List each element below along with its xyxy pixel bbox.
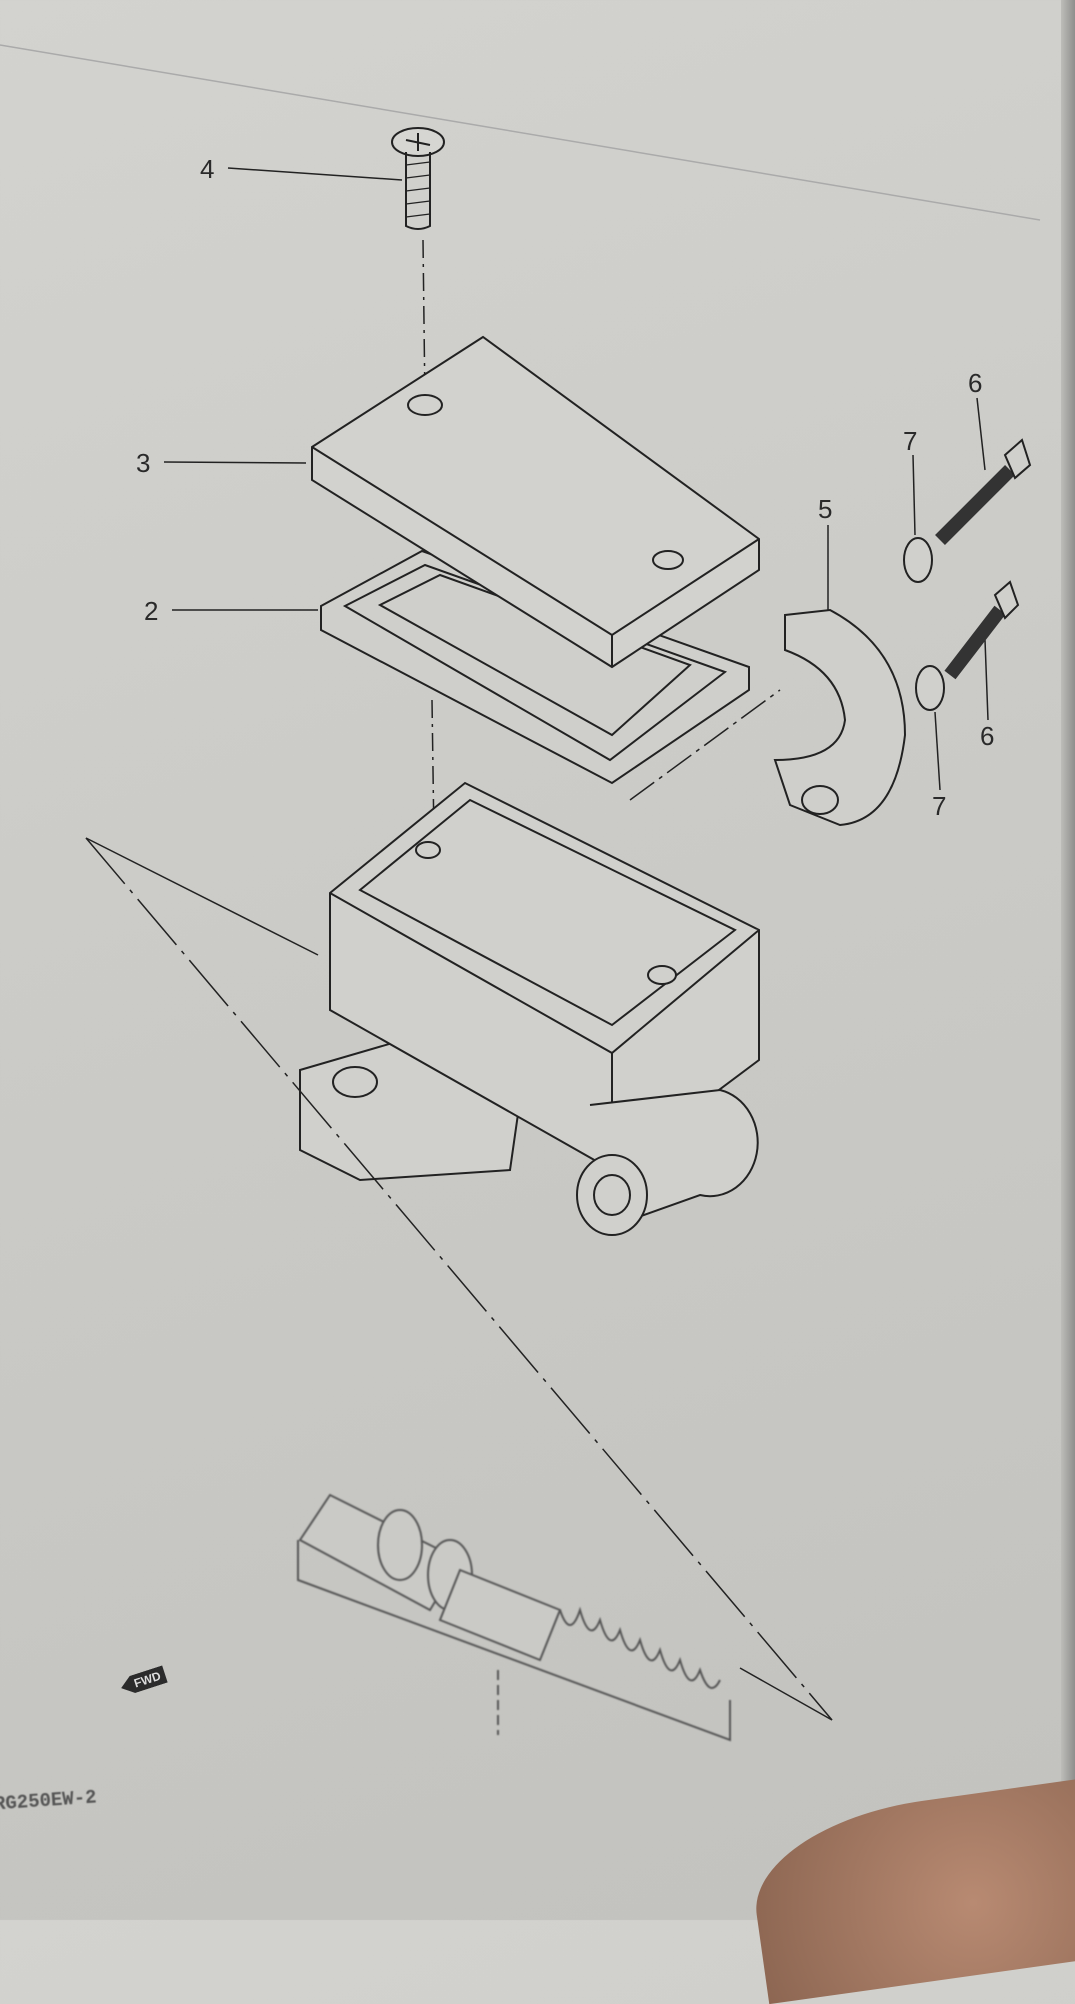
master-cylinder-body	[299, 781, 760, 1236]
header-rule	[0, 44, 1041, 221]
callout-6-top: 6	[968, 368, 982, 398]
callout-6-bottom: 6	[980, 721, 994, 751]
screw-part-4	[391, 127, 445, 230]
bolt-part-6-top	[935, 438, 1032, 545]
callout-2: 2	[144, 596, 158, 626]
diaphragm-part-2	[320, 549, 750, 785]
callout-4: 4	[200, 154, 214, 184]
callout-3: 3	[136, 448, 150, 478]
washer-part-7-bottom	[915, 665, 945, 711]
bolt-part-6-bottom	[944, 580, 1020, 680]
piston-assembly-inset	[297, 1493, 731, 1742]
callout-7-top: 7	[903, 426, 917, 456]
reservoir-cap-part-3	[311, 335, 760, 669]
callout-7-bottom: 7	[932, 791, 946, 821]
callout-5: 5	[818, 494, 832, 524]
exploded-parts-diagram: 4 3 2 5 6 6 7 7	[0, 44, 1041, 1742]
clamp-part-5	[773, 608, 907, 827]
page-edge	[1061, 0, 1075, 1920]
washer-part-7-top	[903, 537, 933, 583]
